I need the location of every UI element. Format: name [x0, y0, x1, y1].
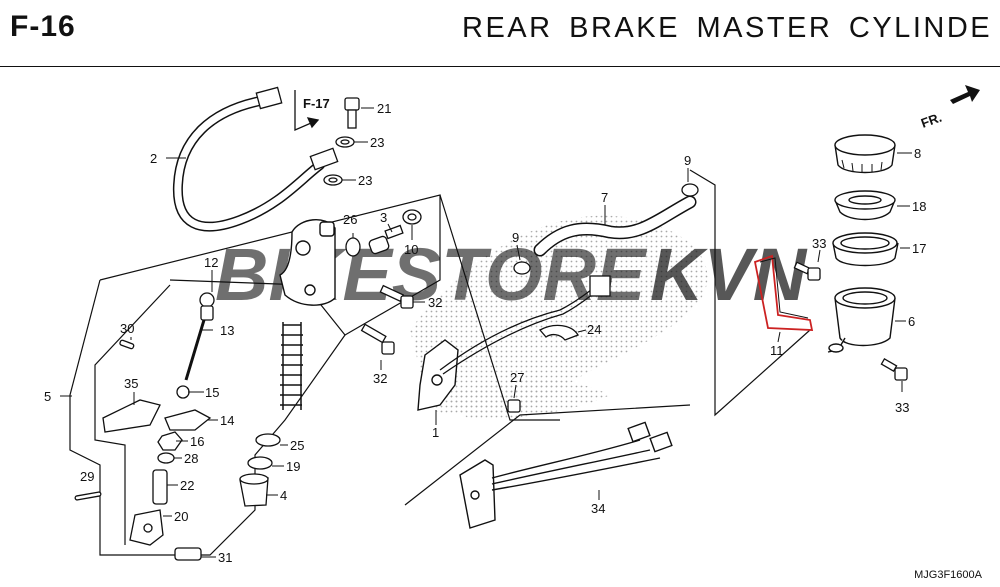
pin-31: [174, 547, 202, 561]
callout-23-b: 23: [358, 173, 372, 188]
bolt-33-b: [880, 358, 908, 381]
callout-33-a: 33: [812, 236, 826, 251]
callout-9-b: 9: [684, 153, 691, 168]
reservoir-bracket-11-outline: [759, 257, 809, 319]
bolt-27: [507, 399, 521, 413]
washer-23-a: [335, 136, 355, 148]
callout-2: 2: [150, 151, 157, 166]
cap-8: [834, 134, 896, 174]
callout-26: 26: [343, 212, 357, 227]
callout-15: 15: [205, 385, 219, 400]
ring-17: [832, 232, 899, 267]
rod-22: [152, 469, 168, 505]
nut-28: [157, 452, 175, 464]
callout-22: 22: [180, 478, 194, 493]
pin-30: [119, 339, 135, 350]
bolt-21: [344, 97, 360, 129]
callout-8: 8: [914, 146, 921, 161]
reservoir-6: [827, 287, 896, 353]
callout-12: 12: [204, 255, 218, 270]
clip-19: [247, 456, 273, 470]
clamp-24: [538, 324, 579, 341]
reservoir-bracket-11: [753, 254, 814, 331]
boot-35: [102, 399, 161, 433]
washer-23-b: [323, 174, 343, 186]
callout-14: 14: [220, 413, 234, 428]
clip-9-a: [513, 261, 531, 275]
reservoir-hose-7: [533, 195, 697, 257]
callout-34: 34: [591, 501, 605, 516]
callout-6: 6: [908, 314, 915, 329]
callout-33-b: 33: [895, 400, 909, 415]
o-ring-10: [402, 209, 422, 225]
callout-20: 20: [174, 509, 188, 524]
switch-wire: [439, 275, 611, 375]
callout-7: 7: [601, 190, 608, 205]
callout-18: 18: [912, 199, 926, 214]
diagram-code: MJG3F1600A: [914, 569, 982, 581]
callout-19: 19: [286, 459, 300, 474]
callout-25: 25: [290, 438, 304, 453]
header-bar: F-16 REAR BRAKE MASTER CYLINDE: [0, 0, 1000, 67]
bolt-32-b: [360, 323, 395, 355]
callout-9-a: 9: [512, 230, 519, 245]
callout-5: 5: [44, 389, 51, 404]
bolt-32-a: [379, 284, 414, 309]
callout-29: 29: [80, 469, 94, 484]
nut-15: [176, 385, 190, 399]
clevis-20: [129, 509, 164, 546]
diaphragm-18: [834, 190, 896, 221]
callout-16: 16: [190, 434, 204, 449]
spring: [280, 322, 303, 410]
callout-13: 13: [220, 323, 234, 338]
nut-16: [157, 431, 183, 451]
callout-28: 28: [184, 451, 198, 466]
callout-21: 21: [377, 101, 391, 116]
callout-23-a: 23: [370, 135, 384, 150]
callout-31: 31: [218, 550, 232, 565]
group-outline-5: [69, 194, 441, 556]
callout-32-b: 32: [373, 371, 387, 386]
front-arrow: [950, 85, 980, 104]
callout-35: 35: [124, 376, 138, 391]
ref-arrow-f17: [294, 90, 320, 131]
push-rod-12: [184, 292, 215, 381]
callout-3: 3: [380, 210, 387, 225]
callout-32-a: 32: [428, 295, 442, 310]
ref-label-f17: F-17: [303, 96, 330, 111]
callout-4: 4: [280, 488, 287, 503]
clip-9-b: [681, 183, 699, 197]
harness-34: [459, 421, 673, 529]
cup-4: [239, 473, 269, 507]
callout-10: 10: [404, 242, 418, 257]
joint-14: [164, 409, 212, 431]
callout-11: 11: [770, 343, 784, 358]
group-outline-reservoir: [404, 169, 811, 506]
callout-24: 24: [587, 322, 601, 337]
callout-27: 27: [510, 370, 524, 385]
brake-hose: [172, 86, 339, 232]
joint-3: [368, 224, 404, 255]
bolt-33-a: [793, 261, 821, 281]
seal-25: [255, 433, 281, 447]
callout-17: 17: [912, 241, 926, 256]
pin-29: [74, 491, 102, 501]
watermark-brand: KVN: [650, 233, 808, 316]
front-label: FR.: [919, 110, 944, 131]
leader-lines: [60, 107, 912, 558]
o-ring-26: [345, 237, 361, 257]
page-title: REAR BRAKE MASTER CYLINDE: [462, 12, 993, 44]
page-code: F-16: [10, 10, 76, 43]
callout-1: 1: [432, 425, 439, 440]
master-cylinder-body: [279, 219, 336, 306]
bracket-1: [417, 339, 459, 411]
callout-30: 30: [120, 321, 134, 336]
